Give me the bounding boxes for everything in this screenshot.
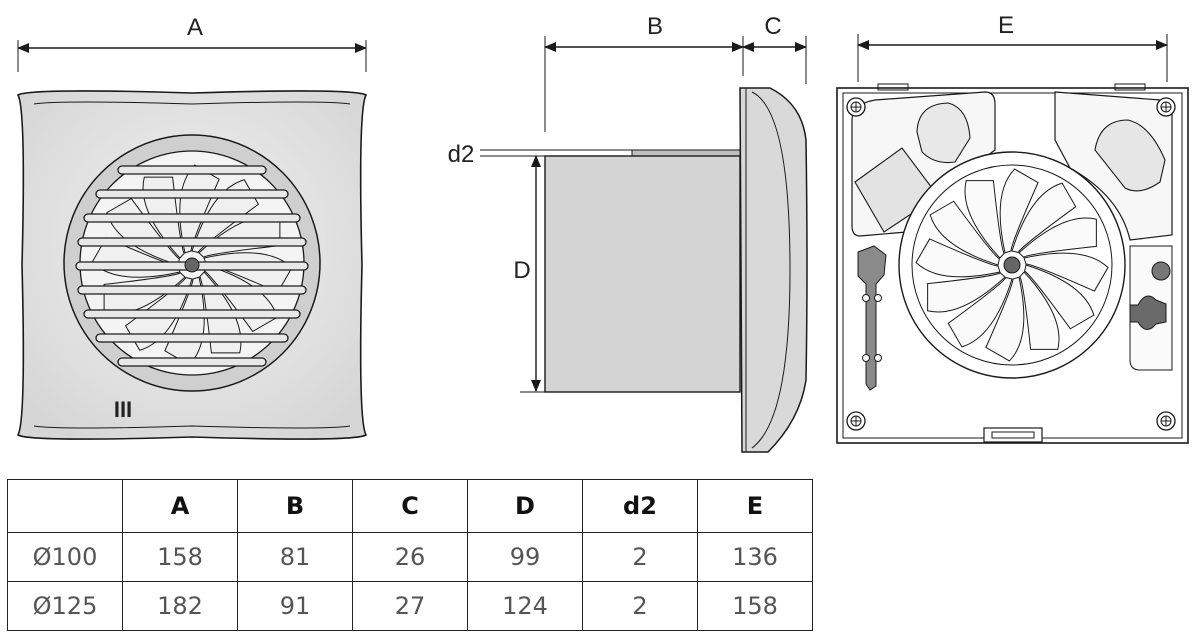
impeller-blade xyxy=(1024,264,1095,330)
key-tool xyxy=(857,245,887,391)
table-row: Ø125 182 91 27 124 2 158 xyxy=(7,581,813,631)
table-cell: 158 xyxy=(122,532,238,582)
duct-spigot xyxy=(544,155,741,393)
control-knob xyxy=(1151,261,1171,281)
bottom-clip xyxy=(983,427,1043,443)
impeller-blade xyxy=(964,180,1005,259)
table-row: Ø100 158 81 26 99 2 136 xyxy=(7,532,813,582)
speed-marking: III xyxy=(114,397,132,422)
impeller-blade xyxy=(929,200,1000,266)
table-header-cell: A xyxy=(122,479,238,533)
table-header-cell: E xyxy=(697,479,813,533)
front-hub xyxy=(184,257,200,273)
table-cell: Ø100 xyxy=(7,532,123,582)
motor-cover xyxy=(1094,119,1166,192)
impeller-blade xyxy=(985,276,1025,362)
impeller-blade xyxy=(1019,271,1060,350)
table-cell: 99 xyxy=(467,532,583,582)
table-header-row: A B C D d2 E xyxy=(7,479,813,533)
dimension-c-label: C xyxy=(764,13,781,40)
table-header-cell xyxy=(7,479,123,533)
impeller-blade xyxy=(1011,182,1077,253)
table-cell: 81 xyxy=(237,532,353,582)
table-cell: 182 xyxy=(122,581,238,631)
back-view: E xyxy=(836,12,1189,444)
dimension-a-label: A xyxy=(187,14,203,41)
terminal-block xyxy=(1129,295,1167,330)
dimension-b-label: B xyxy=(647,13,663,40)
table-cell: 136 xyxy=(697,532,813,582)
dimension-e-label: E xyxy=(998,12,1014,39)
table-cell: 158 xyxy=(697,581,813,631)
impeller-blade xyxy=(947,277,1013,348)
mounting-screws xyxy=(846,97,1176,431)
table-header-cell: d2 xyxy=(582,479,698,533)
table-cell: 2 xyxy=(582,581,698,631)
dimension-d-label: D xyxy=(513,257,530,284)
table-cell: Ø125 xyxy=(7,581,123,631)
back-hub xyxy=(1003,256,1021,274)
table-header-cell: D xyxy=(467,479,583,533)
table-cell: 27 xyxy=(352,581,468,631)
impeller-blade xyxy=(198,215,281,258)
impeller-blade xyxy=(1023,252,1109,292)
impeller-blade xyxy=(999,168,1039,254)
table-header-cell: C xyxy=(352,479,468,533)
side-view: B C d2 D xyxy=(448,13,808,453)
impeller-blade xyxy=(927,272,1006,313)
impeller-blade xyxy=(1018,217,1097,258)
dimension-d2-label: d2 xyxy=(448,141,475,168)
side-cover-profile xyxy=(739,87,808,453)
dimensions-table: A B C D d2 E Ø100 158 81 26 99 2 136 Ø12… xyxy=(7,479,813,631)
table-cell: 2 xyxy=(582,532,698,582)
back-impeller xyxy=(915,168,1109,362)
table-cell: 91 xyxy=(237,581,353,631)
table-header-cell: B xyxy=(237,479,353,533)
table-cell: 124 xyxy=(467,581,583,631)
table-cell: 26 xyxy=(352,532,468,582)
technical-drawing: A III B xyxy=(16,12,1189,453)
front-view: A III xyxy=(16,14,368,440)
impeller-blade xyxy=(915,238,1001,278)
